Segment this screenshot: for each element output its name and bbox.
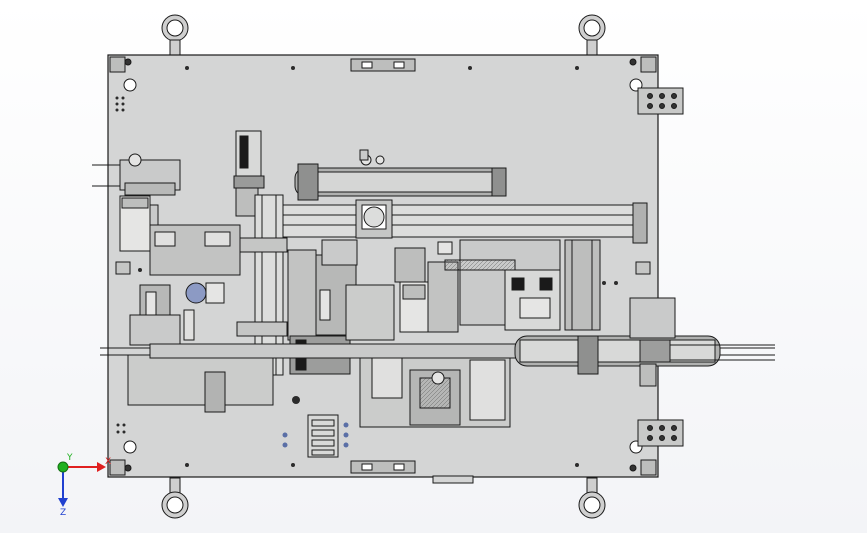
- linear-module-horizontal: [282, 199, 648, 244]
- motor-vertical-top: [233, 130, 265, 217]
- triad-x-label: X: [105, 457, 111, 467]
- right-assembly: [444, 239, 601, 331]
- side-mount-right-top: [637, 87, 684, 115]
- triad-z-label: Z: [60, 508, 66, 518]
- lower-conveyor: [100, 297, 775, 387]
- top-bracket: [350, 58, 416, 72]
- eye-bolt-top-right: [578, 14, 606, 56]
- mounting-holes: [115, 66, 618, 467]
- left-assembly: [127, 224, 274, 413]
- upper-belt-left: [92, 153, 181, 196]
- lower-assembly: [359, 351, 511, 428]
- eye-bolt-bottom-left: [161, 477, 189, 519]
- triad-y-axis: [57, 461, 69, 473]
- eye-bolt-bottom-right: [578, 477, 606, 519]
- triad-y-label: Y: [66, 453, 73, 463]
- coordinate-triad: X Y Z: [57, 453, 111, 518]
- cylinder-left: [119, 195, 159, 252]
- bottom-bracket: [350, 460, 416, 474]
- side-mount-right-bottom: [637, 419, 684, 447]
- terminal-block: [307, 414, 339, 458]
- corner-blocks: [109, 56, 657, 476]
- upper-belt-middle: [294, 149, 507, 201]
- eye-bolt-top-left: [161, 14, 189, 56]
- small-plates: [115, 261, 651, 275]
